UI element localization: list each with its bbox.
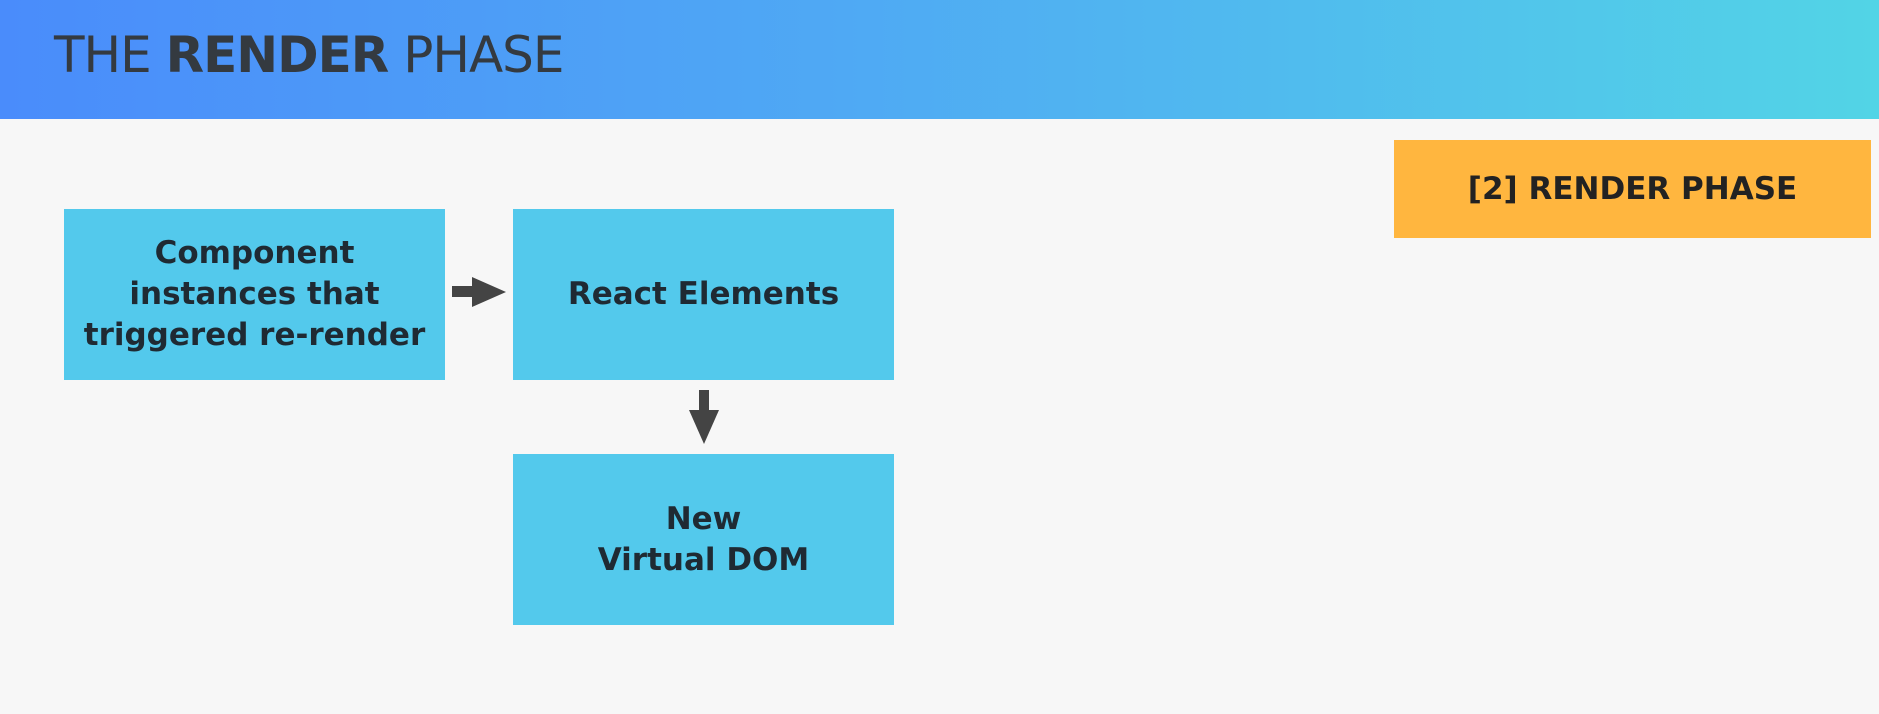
- arrow-down-icon: [689, 390, 719, 444]
- node-label-line: triggered re-render: [83, 317, 426, 353]
- node-react-elements: React Elements: [513, 209, 894, 380]
- header-bar: THE RENDER PHASE: [0, 0, 1879, 119]
- node-label-line: React Elements: [567, 276, 840, 312]
- title-prefix: THE: [54, 26, 166, 84]
- node-new-virtual-dom: New Virtual DOM: [513, 454, 894, 625]
- page-title: THE RENDER PHASE: [54, 22, 564, 88]
- node-label-line: New: [665, 500, 742, 537]
- arrow-right-icon: [452, 277, 506, 307]
- node-component-instances: Component instances that triggered re-re…: [64, 209, 445, 380]
- node-label-line: Component: [154, 235, 355, 271]
- node-label-line: instances that: [129, 276, 380, 312]
- title-suffix: PHASE: [388, 26, 564, 84]
- title-bold: RENDER: [165, 26, 390, 84]
- phase-badge: [2] RENDER PHASE: [1394, 140, 1871, 238]
- node-label-line: Virtual DOM: [597, 541, 810, 578]
